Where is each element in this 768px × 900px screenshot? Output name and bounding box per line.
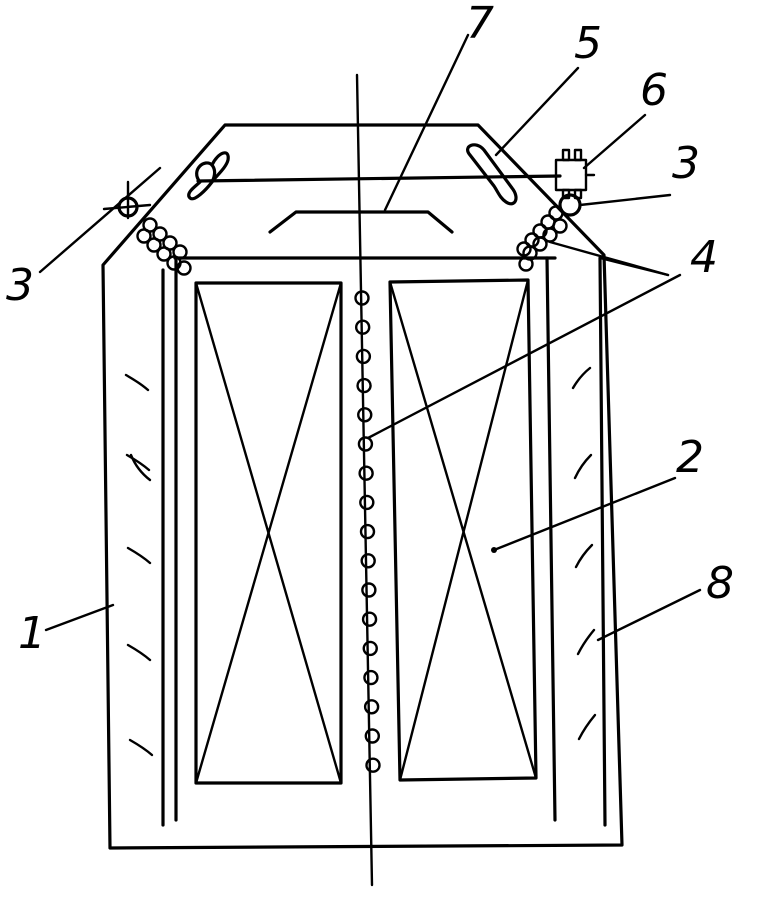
label-fan: 5 — [574, 18, 602, 69]
chain-coil — [361, 582, 377, 598]
chain-coil — [358, 465, 374, 481]
chain-coil — [359, 494, 375, 511]
label-hood: 7 — [466, 0, 494, 49]
chain-coil — [357, 407, 373, 423]
chain-coil — [363, 699, 380, 715]
chain-coil — [365, 757, 381, 773]
cluster-coil — [552, 218, 568, 234]
label-vanes: 8 — [706, 558, 734, 609]
cluster-coil — [176, 260, 192, 276]
chain-coil — [355, 348, 372, 365]
core-block-right — [388, 278, 538, 782]
label-roller-right: 3 — [672, 138, 700, 189]
label-coils: 4 — [690, 232, 718, 283]
cluster-coil — [518, 256, 534, 272]
cluster-coil — [146, 237, 162, 253]
chain-coil — [360, 553, 376, 569]
cluster-coil — [532, 236, 548, 252]
leader-lines — [38, 33, 702, 642]
coil-chain — [354, 290, 381, 773]
chain-coil — [364, 728, 381, 744]
core-marker — [491, 547, 497, 553]
roller-left — [102, 180, 152, 220]
chain-coil — [362, 640, 378, 657]
core-block-left — [194, 281, 343, 785]
drive-shaft — [196, 174, 562, 183]
chain-coil — [354, 290, 370, 306]
label-roller-left: 3 — [6, 260, 34, 311]
chain-coil — [363, 669, 379, 686]
outer-housing — [101, 123, 624, 850]
hood — [268, 210, 454, 234]
cluster-coil — [156, 246, 172, 262]
label-core: 2 — [676, 432, 704, 483]
cluster-coil — [136, 228, 152, 244]
chain-coil — [356, 377, 372, 394]
chain-coil — [354, 319, 371, 335]
vanes-left — [124, 373, 154, 757]
chain-coil — [361, 611, 378, 627]
vanes-right — [571, 366, 597, 741]
motor — [554, 148, 596, 200]
coil-cluster-right — [516, 205, 568, 272]
chain-coil — [359, 523, 376, 540]
label-motor: 6 — [640, 65, 668, 116]
chain-coil — [357, 436, 374, 452]
coil-cluster-left — [136, 217, 192, 276]
inner-chamber — [161, 256, 607, 827]
fan-blade-right — [466, 143, 518, 206]
label-housing: 1 — [18, 608, 46, 659]
